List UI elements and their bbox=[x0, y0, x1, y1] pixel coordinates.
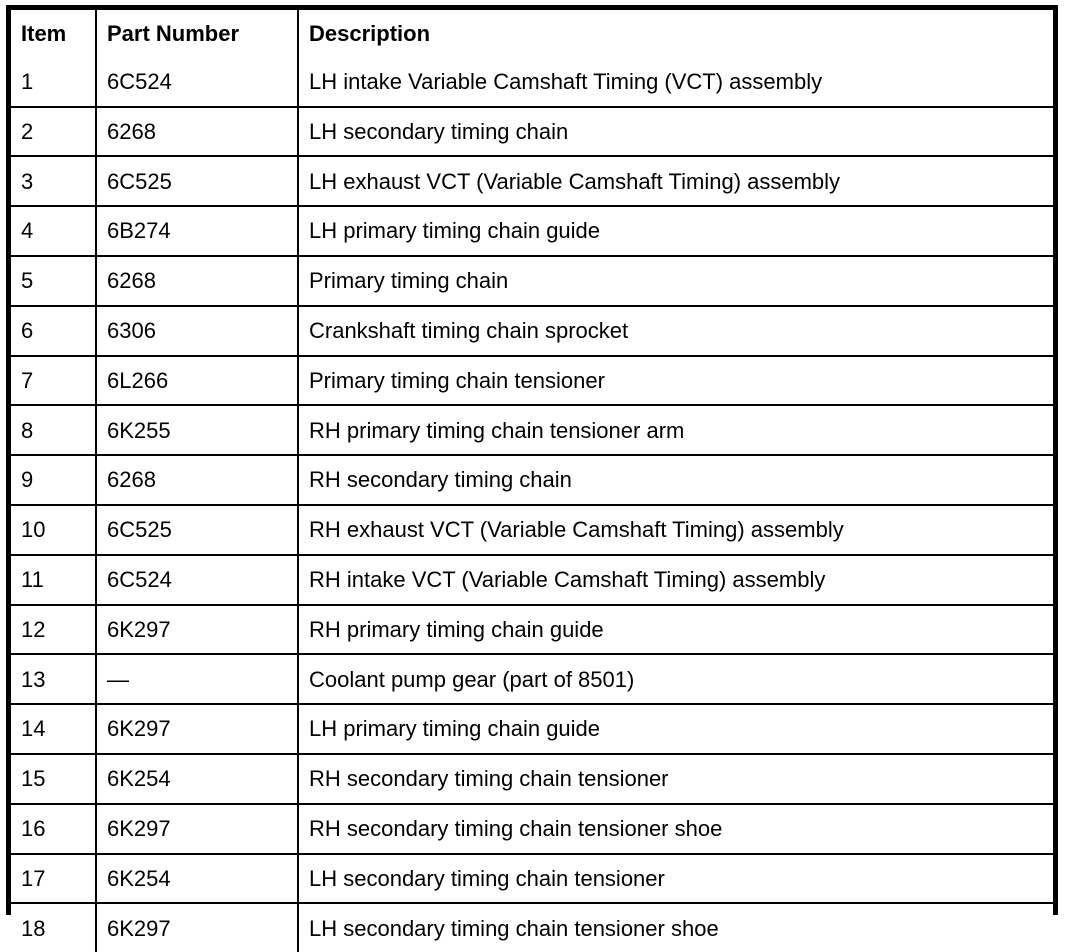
cell-item: 16 bbox=[11, 803, 97, 855]
cell-item: 3 bbox=[11, 156, 97, 208]
cell-item: 18 bbox=[11, 903, 97, 952]
cell-part-number: 6K254 bbox=[96, 853, 299, 905]
cell-description: LH primary timing chain guide bbox=[298, 206, 1053, 257]
cell-description: Primary timing chain tensioner bbox=[298, 355, 1053, 407]
table-header: Item Part Number Description bbox=[11, 10, 1053, 58]
cell-item: 17 bbox=[11, 853, 97, 905]
cell-description: LH secondary timing chain bbox=[298, 106, 1053, 158]
cell-description: RH secondary timing chain bbox=[298, 455, 1053, 506]
cell-item: 10 bbox=[11, 504, 97, 556]
cell-description: RH primary timing chain guide bbox=[298, 604, 1053, 656]
cell-part-number: 6K254 bbox=[96, 753, 299, 805]
cell-item: 11 bbox=[11, 554, 97, 606]
cell-part-number: 6C524 bbox=[96, 57, 299, 108]
cell-part-number: 6C525 bbox=[96, 156, 299, 208]
cell-description: LH secondary timing chain tensioner shoe bbox=[309, 915, 719, 941]
cell-item: 4 bbox=[11, 206, 97, 257]
cell-part-number: 6K297 bbox=[96, 604, 299, 656]
cell-item: 15 bbox=[11, 753, 97, 805]
cell-description: LH exhaust VCT (Variable Camshaft Timing… bbox=[298, 156, 1053, 208]
cell-part-number: — bbox=[96, 654, 299, 706]
cell-part-number: 6K255 bbox=[96, 405, 299, 457]
cell-item: 7 bbox=[11, 355, 97, 407]
table-row: 13—Coolant pump gear (part of 8501) bbox=[11, 654, 1053, 706]
cell-part-number: 6K297 bbox=[96, 803, 299, 855]
cell-description: LH secondary timing chain tensioner bbox=[298, 853, 1053, 905]
cell-item: 5 bbox=[11, 255, 97, 307]
cell-item: 6 bbox=[11, 305, 97, 357]
cell-part-number: 6K297 bbox=[96, 704, 299, 755]
cell-description: RH secondary timing chain tensioner bbox=[298, 753, 1053, 805]
cell-part-number: 6C524 bbox=[96, 554, 299, 606]
cell-part-number: 6268 bbox=[96, 255, 299, 307]
cell-description: RH secondary timing chain tensioner shoe bbox=[298, 803, 1053, 855]
cell-item: 9 bbox=[11, 455, 97, 506]
cell-description: RH intake VCT (Variable Camshaft Timing)… bbox=[298, 554, 1053, 606]
column-header-part-number: Part Number bbox=[96, 10, 299, 58]
cell-item: 1 bbox=[11, 57, 97, 108]
cell-description: RH primary timing chain tensioner arm bbox=[298, 405, 1053, 457]
cell-part-number: 6L266 bbox=[96, 355, 299, 407]
cell-part-number: 6B274 bbox=[96, 206, 299, 257]
cell-part-number: 6C525 bbox=[96, 504, 299, 556]
cell-description: LH intake Variable Camshaft Timing (VCT)… bbox=[298, 57, 1053, 108]
cell-description: Primary timing chain bbox=[298, 255, 1053, 307]
cell-item: 14 bbox=[11, 704, 97, 755]
cell-part-number: 6K297 bbox=[96, 903, 299, 952]
cell-item: 12 bbox=[11, 604, 97, 656]
cell-part-number: 6268 bbox=[96, 106, 299, 158]
cell-item: 2 bbox=[11, 106, 97, 158]
cell-description: Coolant pump gear (part of 8501) bbox=[298, 654, 1053, 706]
cell-description: RH exhaust VCT (Variable Camshaft Timing… bbox=[298, 504, 1053, 556]
cell-part-number: 6268 bbox=[96, 455, 299, 506]
column-header-item: Item bbox=[11, 10, 97, 58]
cell-item: 8 bbox=[11, 405, 97, 457]
cell-part-number: 6306 bbox=[96, 305, 299, 357]
table-header-row: Item Part Number Description bbox=[11, 10, 1053, 58]
column-header-description: Description bbox=[309, 21, 431, 47]
cell-item: 13 bbox=[11, 654, 97, 706]
cell-description: LH primary timing chain guide bbox=[298, 704, 1053, 755]
cell-description: Crankshaft timing chain sprocket bbox=[298, 305, 1053, 357]
